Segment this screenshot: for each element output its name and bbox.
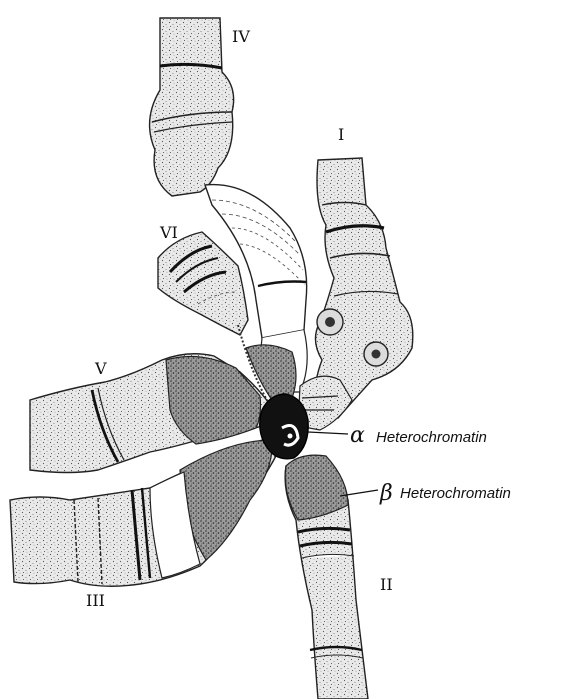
label-arm-v: V (94, 359, 107, 378)
label-arm-i: I (338, 125, 344, 144)
arm-ii (285, 455, 368, 699)
alpha-symbol: α (350, 423, 365, 448)
label-arm-vi: VI (159, 223, 178, 242)
alpha-heterochromatin-label: Heterochromatin (376, 429, 487, 446)
arm-i (298, 158, 413, 430)
alpha-leader-line (308, 432, 348, 434)
arm-iv (150, 18, 308, 392)
label-arm-ii: II (380, 575, 393, 594)
label-arm-iii: III (86, 591, 105, 610)
label-arm-iv: IV (232, 27, 250, 46)
beta-heterochromatin-label: Heterochromatin (400, 485, 511, 502)
beta-symbol: β (379, 481, 393, 506)
